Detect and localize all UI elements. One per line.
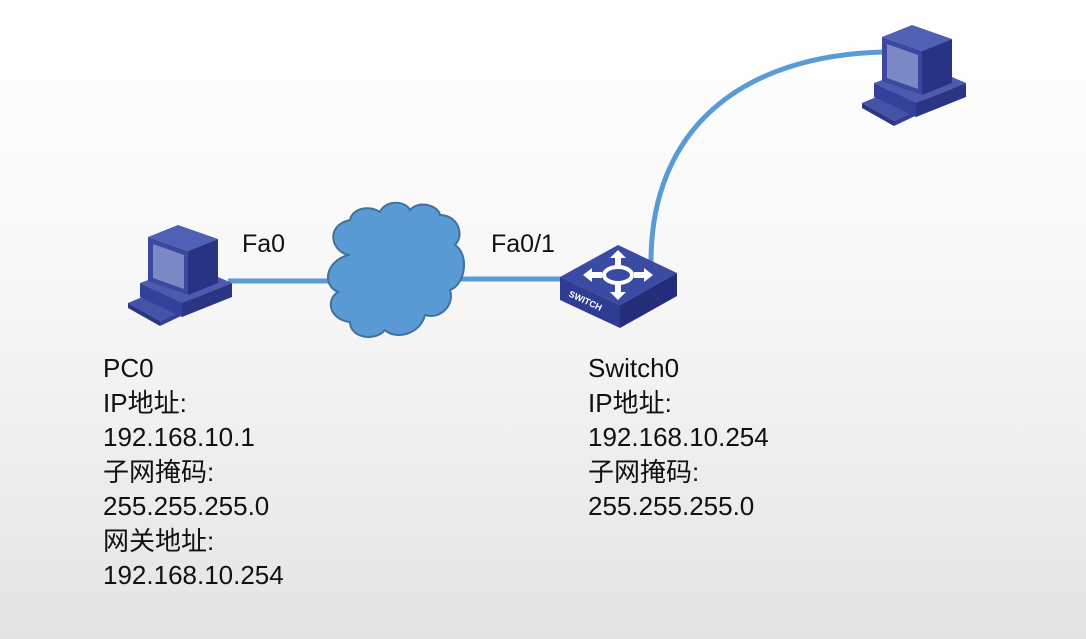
pc0-mask-value: 255.255.255.0 — [103, 491, 270, 521]
link-switch0-pc1 — [648, 49, 886, 263]
pc0-icon[interactable] — [128, 225, 232, 326]
pc0-gateway-label: 网关地址: — [103, 525, 215, 556]
switch0-name: Switch0 — [588, 353, 680, 383]
pc0-ip-label: IP地址: — [103, 387, 187, 418]
pc0-info: PC0 IP地址: 192.168.10.1 子网掩码: 255.255.255… — [103, 351, 284, 593]
switch0-ip-value: 192.168.10.254 — [588, 422, 769, 452]
pc0-ip-value: 192.168.10.1 — [103, 422, 255, 452]
pc0-gateway-value: 192.168.10.254 — [103, 560, 284, 590]
switch0-mask-label: 子网掩码: — [588, 456, 700, 487]
switch0-ip-label: IP地址: — [588, 387, 672, 418]
switch-arrows-icon — [583, 250, 653, 300]
pc1-icon[interactable] — [862, 25, 966, 126]
cloud-icon — [327, 201, 466, 338]
switch0-info: Switch0 IP地址: 192.168.10.254 子网掩码: 255.2… — [588, 351, 769, 524]
port-label-fa0-1: Fa0/1 — [491, 230, 555, 258]
pc0-name: PC0 — [103, 353, 154, 383]
pc0-mask-label: 子网掩码: — [103, 456, 215, 487]
port-label-fa0: Fa0 — [242, 230, 286, 258]
switch0-icon[interactable]: SWITCH — [560, 245, 677, 328]
switch0-mask-value: 255.255.255.0 — [588, 491, 755, 521]
